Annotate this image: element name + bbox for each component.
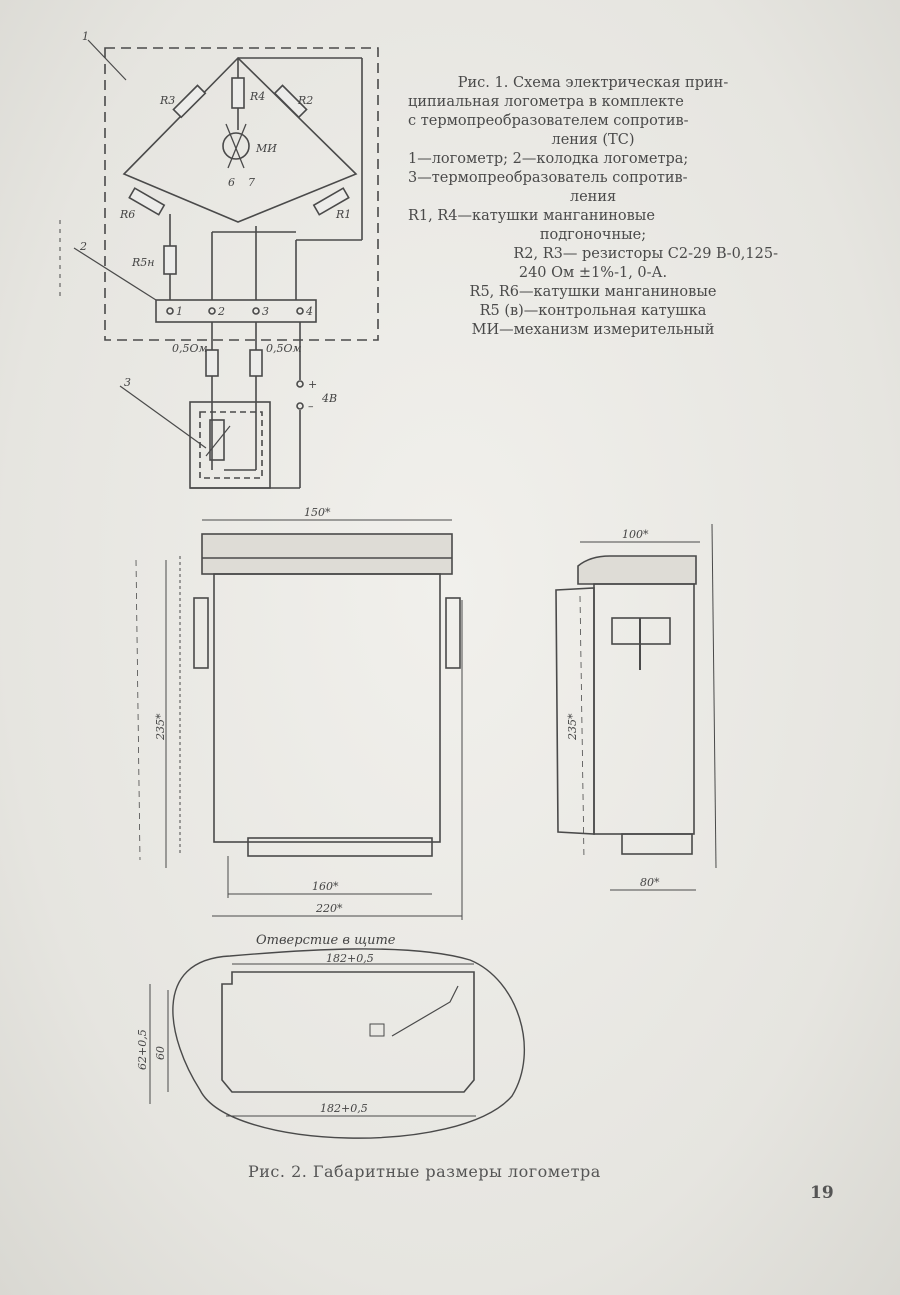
figure-2-caption: Рис. 2. Габаритные размеры логометра [248,1162,601,1181]
cutout-dim-left-outer: 62+0,5 [136,1029,149,1070]
resistor-r5: R5н [131,256,155,269]
front-dim-width: 150* [304,506,331,519]
front-dim-total: 220* [315,902,343,915]
meter-pin-7: 7 [248,176,255,189]
fig1-legend-line: МИ—механизм измерительный [471,322,715,338]
fig1-legend-line: 1—логометр; 2—колодка логометра; [408,151,689,167]
fig1-title-line: ления (ТС) [551,132,635,148]
fig1-legend-line: R5, R6—катушки манганиновые [469,284,717,300]
resistor-r3: R3 [159,94,175,107]
fig1-title-line: ципиальная логометра в комплекте [408,94,684,110]
fig1-legend-line: R2, R3— резисторы С2-29 В-0,125- [513,246,778,262]
front-view-drawing [135,519,463,920]
fig1-legend-line: 240 Ом ±1%-1, 0-А. [518,265,668,281]
supply-minus: – [308,400,314,413]
terminal-3: 3 [262,305,269,318]
bridge-diamond [122,56,358,223]
side-dim-height: 235* [566,713,579,741]
resistor-r4: R4 [249,90,265,103]
front-dim-base: 160* [312,880,339,893]
cutout-title: Отверстие в щите [256,933,396,948]
cutout-dim-top: 182+0,5 [326,952,374,965]
resistor-r6: R6 [119,208,135,221]
terminal-block [155,299,317,323]
side-dim-width: 100* [622,528,649,541]
front-dim-height: 235* [154,713,167,741]
supply-voltage: 4В [321,392,337,405]
fig1-title-line: с термопреобразователем сопротив- [408,113,689,129]
supply-plus: + [308,378,317,391]
block-label-2: 2 [79,240,87,253]
fig1-title-line: Рис. 1. Схема электрическая прин- [457,75,729,91]
fig1-legend-line: ления [569,189,617,205]
fig1-legend-line: R5 (в)—контрольная катушка [479,303,707,319]
side-view-drawing [555,523,717,891]
terminal-4: 4 [305,305,313,318]
meter-label: МИ [255,142,277,155]
line-resistor-1: 0,5Ом [172,342,208,355]
terminal-2: 2 [217,305,225,318]
meter-pin-6: 6 [228,176,235,189]
page-number: 19 [810,1183,834,1203]
resistor-r2: R2 [297,94,313,107]
fig1-legend-line: 3—термопреобразователь сопротив- [408,170,688,186]
cutout-dim-bottom: 182+0,5 [320,1102,368,1115]
cutout-dim-left-inner: 60 [154,1046,167,1060]
block-1-enclosure [104,47,379,341]
figure-1-caption: Рис. 1. Схема электрическая прин- ципиал… [408,74,778,340]
panel-cutout-drawing [149,948,526,1139]
fig1-legend-line: подгоночные; [539,227,647,243]
side-dim-base: 80* [640,876,660,889]
resistor-r1: R1 [335,208,351,221]
line-resistor-2: 0,5Ом [266,342,302,355]
block-label-1: 1 [82,30,89,43]
block-label-3: 3 [124,376,131,389]
fig1-legend-line: R1, R4—катушки манганиновые [408,208,655,224]
terminal-1: 1 [176,305,183,318]
